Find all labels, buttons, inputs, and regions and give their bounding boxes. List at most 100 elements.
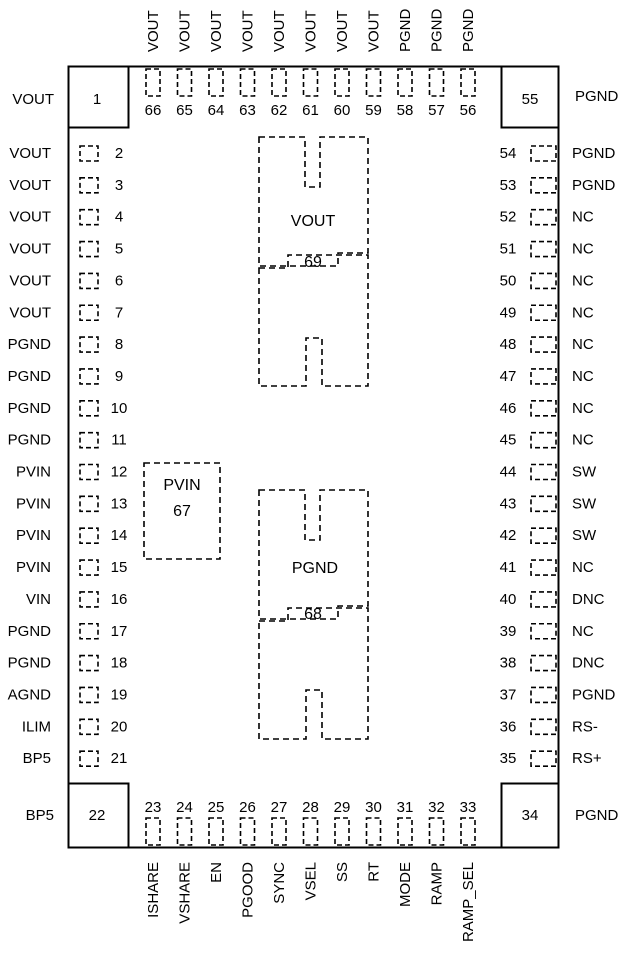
- pin-4-label: VOUT: [9, 209, 51, 226]
- pin-6-label: VOUT: [9, 272, 51, 289]
- pin-49-number: 49: [500, 304, 517, 321]
- corner-pad-55: 55 PGND: [500, 65, 619, 129]
- thermal-pad-vout: [258, 136, 369, 387]
- pin-51: 51 NC: [500, 241, 594, 258]
- pin-17-number: 17: [111, 623, 128, 640]
- pin-3-number: 3: [115, 177, 123, 194]
- pin-28-pad: [302, 817, 319, 846]
- pin-18-label: PGND: [8, 655, 52, 672]
- pin-9-number: 9: [115, 368, 123, 385]
- pin-24-number: 24: [176, 799, 193, 816]
- pin-27-label: SYNC: [271, 862, 288, 904]
- pin-11-label: PGND: [8, 432, 52, 449]
- thermal-pad-pvin: [143, 462, 221, 560]
- pin-60-label: VOUT: [334, 10, 351, 52]
- pin-37-number: 37: [500, 686, 517, 703]
- pin-66-pad: [145, 68, 161, 97]
- pin-2-number: 2: [115, 145, 123, 162]
- pin-64-number: 64: [208, 102, 225, 119]
- pin-3-pad: [79, 177, 99, 194]
- pin-20-number: 20: [111, 718, 128, 735]
- pin-58-label: PGND: [397, 8, 414, 52]
- corner-pad-22-number: 22: [89, 807, 106, 824]
- top-pin-row: 66VOUT65VOUT64VOUT63VOUT62VOUT61VOUT60VO…: [145, 8, 477, 119]
- pin-62-pad: [271, 68, 287, 97]
- pin-61-pad: [302, 68, 319, 97]
- pin-10-label: PGND: [8, 400, 52, 417]
- pin-4-number: 4: [115, 209, 123, 226]
- pin-52-number: 52: [500, 209, 517, 226]
- pin-5-number: 5: [115, 241, 123, 258]
- pin-37-label: PGND: [572, 686, 616, 703]
- pin-53-number: 53: [500, 177, 517, 194]
- pin-46-label: NC: [572, 400, 594, 417]
- bottom-pin-row: 23ISHARE24VSHARE25EN26PGOOD27SYNC28VSEL2…: [145, 799, 477, 942]
- pin-32-label: RAMP: [429, 862, 446, 905]
- pin-41-label: NC: [572, 559, 594, 576]
- pin-51-label: NC: [572, 241, 594, 258]
- thermal-pad-pgnd-label: PGND: [292, 560, 338, 577]
- pin-40-pad: [530, 591, 557, 608]
- pin-35-label: RS+: [572, 750, 602, 767]
- pin-32-number: 32: [428, 799, 445, 816]
- pin-45-pad: [530, 431, 557, 449]
- pin-33-label: RAMP_SEL: [460, 862, 477, 942]
- pin-58-number: 58: [397, 102, 414, 119]
- pin-18-pad: [79, 654, 99, 672]
- pin-51-number: 51: [500, 241, 517, 258]
- pin-27-number: 27: [271, 799, 288, 816]
- pin-47-pad: [530, 368, 557, 385]
- pin-12-pad: [79, 463, 99, 481]
- pin-40-label: DNC: [572, 591, 605, 608]
- pin-54-pad: [530, 145, 557, 162]
- pin-65-number: 65: [176, 102, 193, 119]
- pin-54-number: 54: [500, 145, 517, 162]
- pin-26-pad: [239, 817, 256, 846]
- pin-36-label: RS-: [572, 718, 598, 735]
- thermal-pad-pgnd-number: 68: [304, 606, 322, 623]
- corner-pad-34-number: 34: [522, 807, 539, 824]
- thermal-pad-vout-number: 69: [304, 254, 322, 271]
- corner-pad-34-label: PGND: [575, 807, 619, 824]
- pin-66-label: VOUT: [145, 10, 162, 52]
- pin-26-number: 26: [239, 799, 256, 816]
- pin-59-pad: [365, 68, 382, 97]
- pin-61-number: 61: [302, 102, 319, 119]
- pin-48-pad: [530, 336, 557, 353]
- pin-35-number: 35: [500, 750, 517, 767]
- pin-50-pad: [530, 272, 557, 290]
- pin-12-number: 12: [111, 464, 128, 481]
- pin-44-label: SW: [572, 464, 597, 481]
- pin-32-pad: [428, 817, 445, 846]
- pin-59-number: 59: [365, 102, 382, 119]
- pin-59-label: VOUT: [366, 10, 383, 52]
- pin-15-label: PVIN: [16, 559, 51, 576]
- pin-21-pad: [79, 750, 99, 767]
- pin-31-label: MODE: [397, 862, 414, 907]
- pin-7-number: 7: [115, 304, 123, 321]
- pin-7-pad: [79, 304, 99, 322]
- pin-17-label: PGND: [8, 623, 52, 640]
